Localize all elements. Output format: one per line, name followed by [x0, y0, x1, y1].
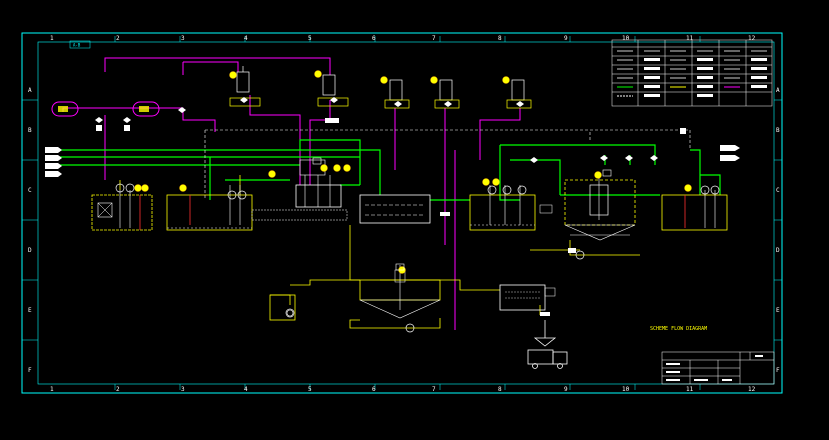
- mixer-icon: [312, 157, 612, 271]
- row-label-right-a: A: [776, 87, 780, 94]
- col-label-bottom-10: 10: [622, 386, 630, 393]
- row-label-right-f: F: [776, 367, 780, 374]
- row-label-b: B: [28, 127, 32, 134]
- pump-icon: [115, 183, 720, 333]
- row-label-right-c: C: [776, 187, 780, 194]
- dosing-tank-4: [434, 79, 460, 109]
- diagram-caption: SCHEME FLOW DIAGRAM: [650, 326, 707, 332]
- col-label-4: 4: [244, 35, 248, 42]
- row-label-right-e: E: [776, 307, 780, 314]
- col-label-10: 10: [622, 35, 630, 42]
- col-label-bottom-1: 1: [50, 386, 54, 393]
- instrument-bubble-icon: [134, 70, 692, 274]
- row-label-f: F: [28, 367, 32, 374]
- collection-tank: [91, 190, 153, 231]
- col-label-bottom-8: 8: [498, 386, 502, 393]
- sheet-tag: A-B: [73, 43, 81, 48]
- sludge-lines: [119, 175, 640, 329]
- col-label-8: 8: [498, 35, 502, 42]
- legend-table: [611, 39, 773, 107]
- valve-icon: [95, 97, 658, 163]
- col-label-1: 1: [50, 35, 54, 42]
- title-block: [661, 351, 775, 385]
- filter-press: [499, 284, 556, 311]
- pressure-tank-1: [51, 101, 79, 117]
- dosing-tank-3: [384, 79, 410, 109]
- clarifier-right: [564, 175, 636, 241]
- col-label-2: 2: [116, 35, 120, 42]
- col-label-12: 12: [748, 35, 756, 42]
- col-label-bottom-9: 9: [564, 386, 568, 393]
- sludge-tank-small: [269, 294, 296, 321]
- chemical-dosing-lines: [62, 57, 521, 330]
- col-label-11: 11: [686, 35, 694, 42]
- biological-tank: [469, 185, 553, 231]
- col-label-bottom-4: 4: [244, 386, 248, 393]
- col-label-bottom-5: 5: [308, 386, 312, 393]
- row-label-a: A: [28, 87, 32, 94]
- inlet-arrows: [45, 147, 62, 177]
- col-label-bottom-2: 2: [116, 386, 120, 393]
- col-label-bottom-11: 11: [686, 386, 694, 393]
- air-lines: [204, 129, 691, 200]
- row-label-right-b: B: [776, 127, 780, 134]
- col-label-9: 9: [564, 35, 568, 42]
- col-label-3: 3: [181, 35, 185, 42]
- col-label-bottom-6: 6: [372, 386, 376, 393]
- drawing-frame: 1 2 3 4 5 6 7 8 9 10 11 12 1 2 3 4 5 6 7…: [21, 32, 783, 394]
- pressure-tank-2: [132, 101, 160, 117]
- col-label-bottom-12: 12: [748, 386, 756, 393]
- sedimentation-tank-1: [359, 194, 431, 224]
- truck-icon: [527, 320, 568, 369]
- row-label-right-d: D: [776, 247, 780, 254]
- outlet-arrows: [720, 145, 740, 161]
- dosing-tank-5: [506, 79, 532, 109]
- row-label-d: D: [28, 247, 32, 254]
- final-tank: [661, 190, 728, 231]
- reaction-tank: [251, 159, 348, 221]
- col-label-bottom-3: 3: [181, 386, 185, 393]
- col-label-6: 6: [372, 35, 376, 42]
- row-label-c: C: [28, 187, 32, 194]
- col-label-bottom-7: 7: [432, 386, 436, 393]
- title-block-marks: [666, 355, 763, 381]
- detail-marks: [96, 118, 686, 316]
- row-label-e: E: [28, 307, 32, 314]
- legend-symbols: [617, 50, 767, 97]
- col-label-5: 5: [308, 35, 312, 42]
- col-label-7: 7: [432, 35, 436, 42]
